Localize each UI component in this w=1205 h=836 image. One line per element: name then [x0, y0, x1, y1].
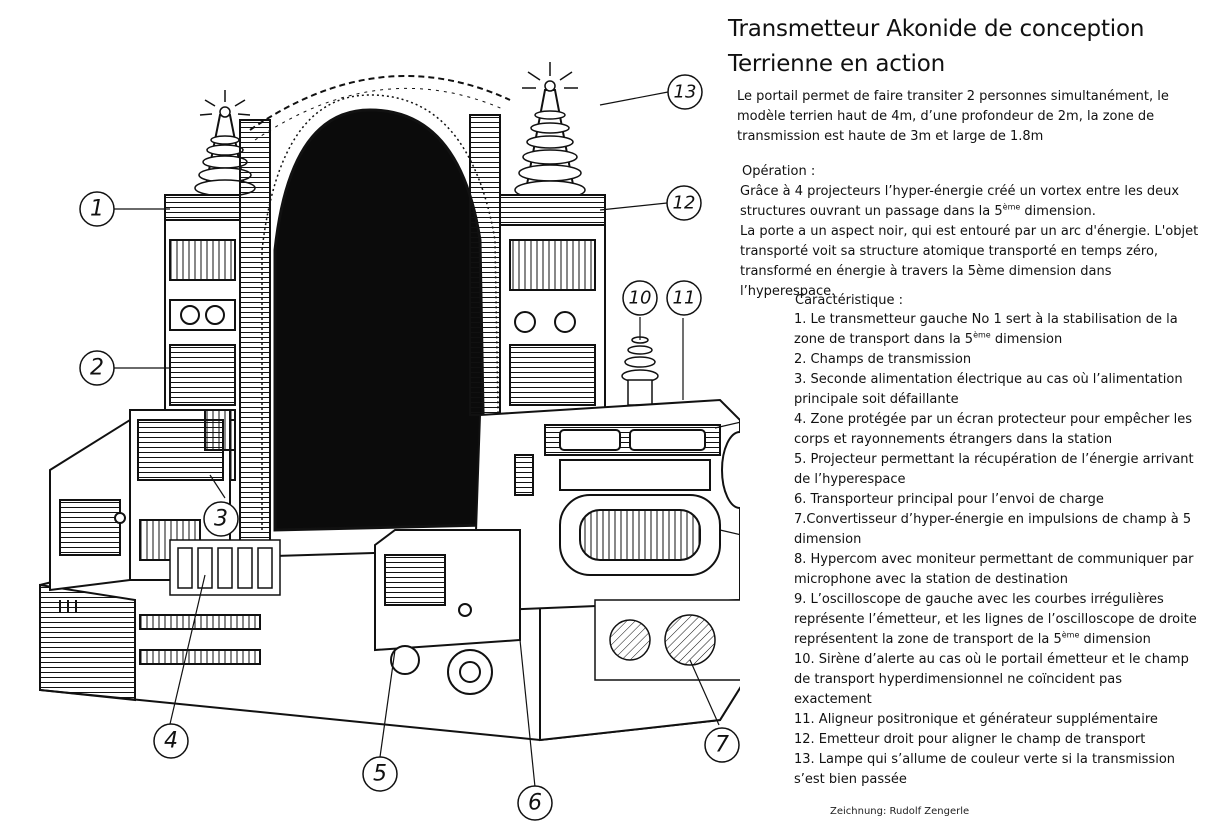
page-title: Transmetteur Akonide de conception Terri… [728, 12, 1198, 82]
list-item: 6. Transporteur principal pour l’envoi d… [794, 490, 1200, 510]
operation-text-1-before: Grâce à 4 projecteurs l’hyper-énergie cr… [740, 184, 1180, 219]
callout-4 [153, 723, 189, 759]
list-item: 5. Projecteur permettant la récupération… [794, 450, 1200, 490]
characteristics-list: 1. Le transmetteur gauche No 1 sert à la… [794, 310, 1200, 790]
callout-7 [704, 727, 740, 763]
item-text: 6. Transporteur principal pour l’envoi d… [794, 492, 1104, 507]
callout-6 [517, 785, 553, 821]
hyper-energy-converter [594, 599, 740, 681]
item-text: 4. Zone protégée par un écran protecteur… [794, 412, 1193, 447]
right-control-unit [473, 398, 740, 612]
superscript: ème [1061, 630, 1080, 640]
callout-number: 2 [90, 356, 104, 381]
portal-vortex [273, 108, 487, 532]
callout-number: 12 [673, 193, 696, 214]
callout-number: 6 [528, 791, 542, 816]
item-text-after: dimension [1079, 632, 1151, 647]
callout-number: 7 [715, 733, 729, 758]
callout-number: 10 [629, 288, 652, 309]
callout-1 [79, 191, 115, 227]
operation-heading: Opération : [742, 164, 816, 179]
left-lamp [199, 90, 251, 118]
item-text: 5. Projecteur permettant la récupération… [794, 452, 1194, 487]
item-text: 3. Seconde alimentation électrique au ca… [794, 372, 1183, 407]
superscript: ème [973, 330, 991, 340]
transmitter-illustration: 1 2 3 4 5 6 7 8 9 10 11 12 13 [39, 62, 740, 821]
alarm-siren [621, 336, 659, 406]
list-item: 7.Convertisseur d’hyper-énergie en impul… [794, 510, 1200, 550]
callout-10 [622, 280, 658, 316]
title-line-2: Terrienne en action [728, 51, 945, 77]
callout-number: 1 [90, 197, 104, 222]
callout-number: 13 [674, 82, 697, 103]
item-text: 12. Emetteur droit pour aligner le champ… [794, 732, 1146, 747]
front-projector-box [374, 529, 521, 695]
list-item: 1. Le transmetteur gauche No 1 sert à la… [794, 310, 1200, 350]
callout-leaders [114, 91, 740, 788]
intro-paragraph: Le portail permet de faire transiter 2 p… [737, 89, 1169, 144]
energy-arc [249, 75, 511, 131]
callout-3 [203, 501, 239, 537]
callout-2 [79, 350, 115, 386]
list-item: 2. Champs de transmission [794, 350, 1200, 370]
operation-text-1: Grâce à 4 projecteurs l’hyper-énergie cr… [740, 182, 1200, 222]
callout-11 [666, 280, 702, 316]
operation-text-1-after: dimension. [1020, 204, 1096, 219]
callout-circles [79, 74, 740, 821]
item-text: 9. L’oscilloscope de gauche avec les cou… [794, 592, 1197, 647]
characteristics-heading: Caractéristique : [795, 293, 904, 308]
item-text: 7.Convertisseur d’hyper-énergie en impul… [794, 512, 1192, 547]
list-item: 4. Zone protégée par un écran protecteur… [794, 410, 1200, 450]
operation-text-2: La porte a un aspect noir, qui est entou… [740, 224, 1199, 299]
item-text: 13. Lampe qui s’allume de couleur verte … [794, 752, 1176, 787]
callout-number: 3 [214, 507, 228, 532]
protected-zone-grid [169, 539, 281, 596]
title-line-1: Transmetteur Akonide de conception [728, 16, 1145, 42]
item-text: 8. Hypercom avec moniteur permettant de … [794, 552, 1194, 587]
list-item: 10. Sirène d’alerte au cas où le portail… [794, 650, 1200, 710]
drawing-credit: Zeichnung: Rudolf Zengerle [830, 806, 970, 817]
callout-number: 4 [164, 729, 178, 754]
callout-13 [667, 74, 703, 110]
item-text-after: dimension [990, 332, 1063, 347]
callout-number: 11 [673, 288, 696, 309]
list-item: 12. Emetteur droit pour aligner le champ… [794, 730, 1200, 750]
list-item: 11. Aligneur positronique et générateur … [794, 710, 1200, 730]
item-text: 1. Le transmetteur gauche No 1 sert à la… [794, 312, 1178, 347]
callout-numbers: 1 2 3 4 5 6 7 8 9 10 11 12 13 [90, 82, 729, 816]
callout-number: 5 [373, 762, 387, 787]
list-item: 13. Lampe qui s’allume de couleur verte … [794, 750, 1200, 790]
right-lamp [522, 62, 578, 92]
item-text: 10. Sirène d’alerte au cas où le portail… [794, 652, 1189, 707]
item-text: 11. Aligneur positronique et générateur … [794, 712, 1158, 727]
superscript: ème [1002, 202, 1021, 212]
callout-12 [666, 185, 702, 221]
list-item: 3. Seconde alimentation électrique au ca… [794, 370, 1200, 410]
item-text: 2. Champs de transmission [794, 352, 972, 367]
list-item: 9. L’oscilloscope de gauche avec les cou… [794, 590, 1200, 650]
right-transmitter-tower [469, 89, 606, 426]
callout-5 [362, 756, 398, 792]
list-item: 8. Hypercom avec moniteur permettant de … [794, 550, 1200, 590]
